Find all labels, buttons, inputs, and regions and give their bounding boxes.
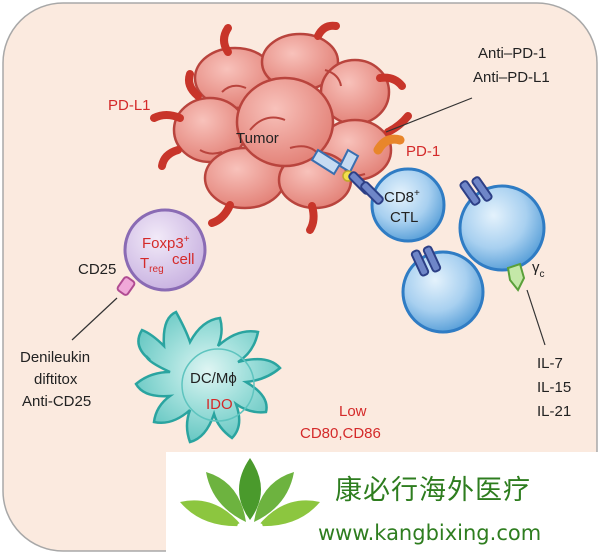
dc-mphi-label: DC/Mϕ [190, 370, 237, 387]
anti-pd-1-label: Anti–PD-1 [478, 45, 546, 62]
t-cell-right [458, 184, 546, 272]
diftitox-label: diftitox [34, 371, 78, 388]
lotus-logo-icon [180, 458, 320, 540]
il-15-label: IL-15 [537, 379, 571, 396]
cd25-receptor-icon [116, 276, 136, 296]
leader-lines [71, 97, 546, 346]
watermark-brand: 康必行海外医疗 [335, 475, 531, 506]
cd25-label: CD25 [78, 261, 116, 278]
treg-label: Treg [140, 255, 164, 275]
tcr-receptors [348, 171, 493, 277]
gamma-c-label: γc [532, 259, 545, 280]
antibody-icon [310, 148, 360, 182]
il-21-label: IL-21 [537, 403, 571, 420]
ctl-label: CTL [390, 209, 418, 226]
tumor-label: Tumor [236, 130, 279, 147]
watermark-url: www.kangbixing.com [318, 521, 542, 545]
cd8-label: CD8+ [384, 188, 420, 206]
low-label: Low [339, 403, 367, 420]
anti-cd25-label: Anti-CD25 [22, 393, 91, 410]
ido-label: IDO [206, 396, 233, 413]
pd-l1-ligands [150, 21, 412, 234]
denileukin-label: Denileukin [20, 349, 90, 366]
cd8-ctl-cell [370, 167, 446, 243]
pd-1-receptor [373, 134, 405, 155]
dendritic-cell [134, 310, 282, 444]
cd80-cd86-label: CD80,CD86 [300, 425, 381, 442]
il-7-label: IL-7 [537, 355, 563, 372]
pd-1-label: PD-1 [406, 143, 440, 160]
anti-pd-l1-label: Anti–PD-L1 [473, 69, 550, 86]
gamma-c-receptor-icon [506, 262, 526, 292]
treg-cell [123, 208, 207, 292]
cell-label: cell [172, 251, 195, 268]
foxp3-label: Foxp3+ [142, 234, 190, 252]
pd-l1-label: PD-L1 [108, 97, 151, 114]
